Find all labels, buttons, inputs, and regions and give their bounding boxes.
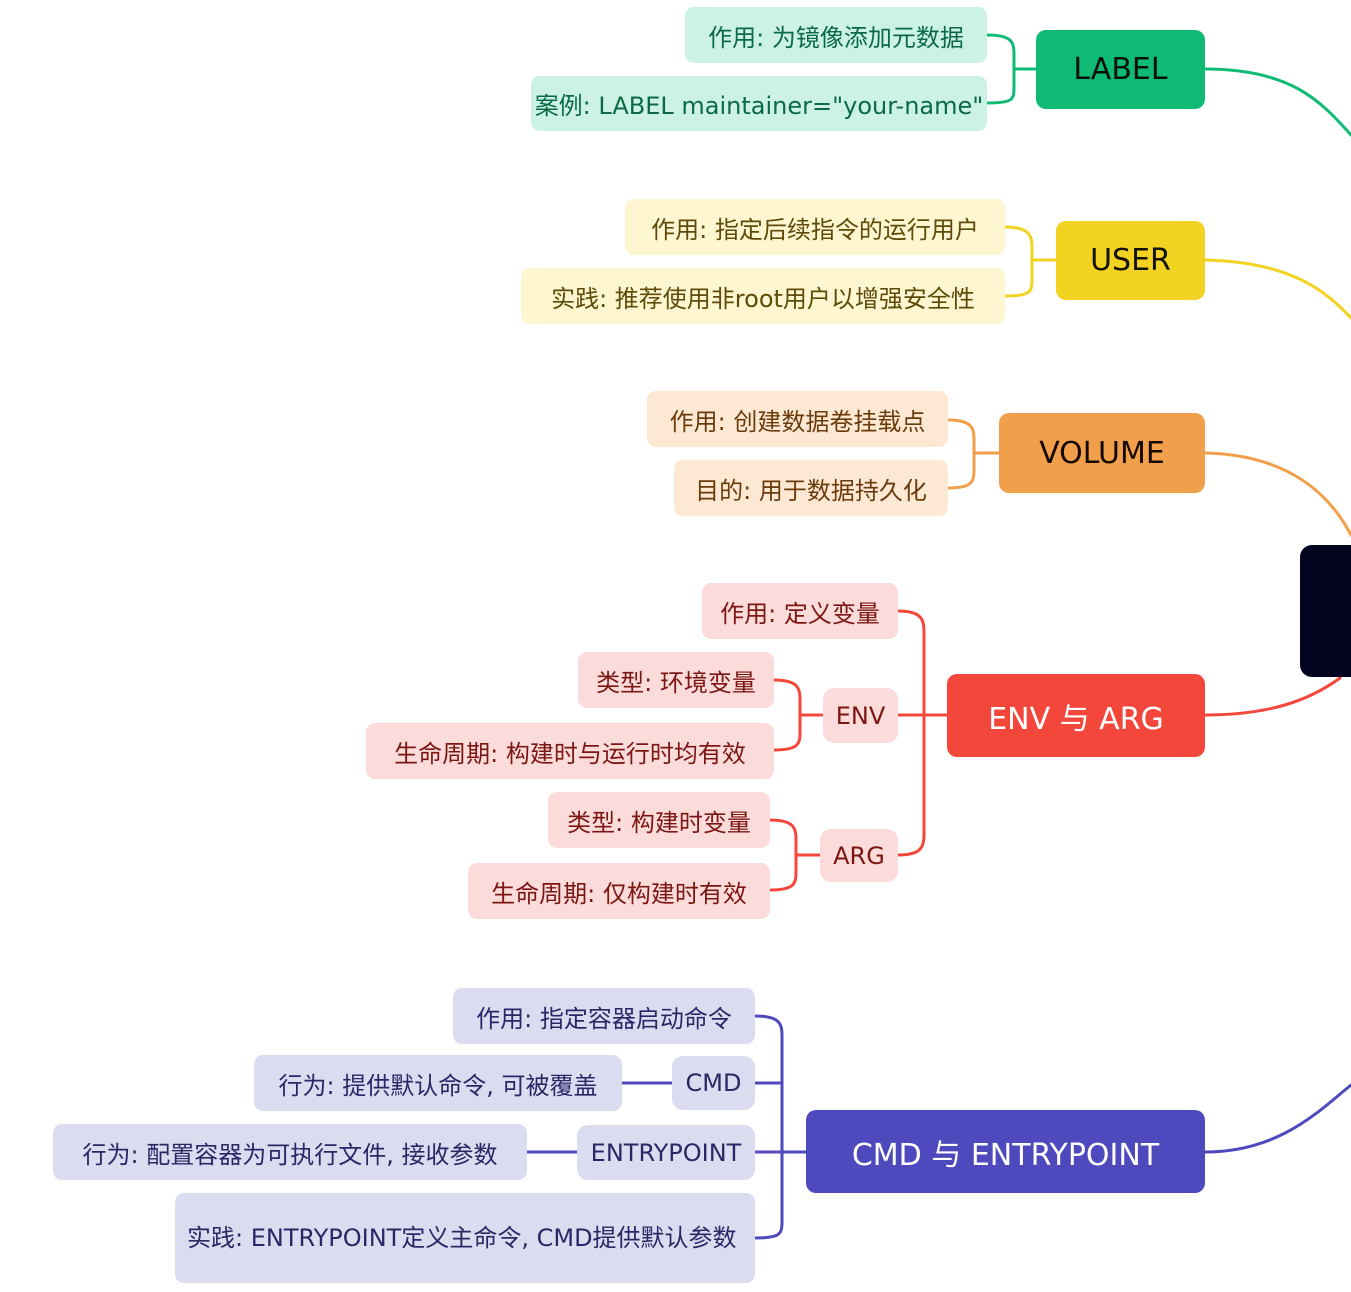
label-bracket (985, 33, 1038, 105)
env-lifecycle[interactable]: 生命周期: 构建时与运行时均有效 (366, 723, 774, 779)
env-bracket (772, 678, 825, 752)
cmd-entrypoint-node[interactable]: CMD 与 ENTRYPOINT (806, 1110, 1205, 1193)
volume-node[interactable]: VOLUME (999, 413, 1205, 493)
envarg-node[interactable]: ENV 与 ARG (947, 674, 1205, 757)
user-bracket (1003, 225, 1058, 298)
arg-lifecycle[interactable]: 生命周期: 仅构建时有效 (468, 863, 770, 919)
volume-bracket (946, 418, 1001, 490)
cmd-entrypoint-practice[interactable]: 实践: ENTRYPOINT定义主命令, CMD提供默认参数 (175, 1193, 755, 1283)
entrypoint-behavior[interactable]: 行为: 配置容器为可执行文件, 接收参数 (53, 1124, 527, 1180)
cmd-behavior[interactable]: 行为: 提供默认命令, 可被覆盖 (254, 1055, 622, 1111)
entrypoint-node[interactable]: ENTRYPOINT (577, 1125, 755, 1180)
root-node[interactable] (1300, 545, 1351, 677)
volume-purpose[interactable]: 作用: 创建数据卷挂载点 (647, 391, 948, 447)
arg-type[interactable]: 类型: 构建时变量 (548, 792, 770, 848)
user-practice[interactable]: 实践: 推荐使用非root用户以增强安全性 (521, 268, 1005, 324)
root-to-cmd-line (1203, 1083, 1351, 1154)
arg-node[interactable]: ARG (820, 829, 898, 882)
envarg-purpose[interactable]: 作用: 定义变量 (702, 583, 898, 639)
arg-bracket (768, 818, 822, 892)
root-to-user-line (1203, 258, 1351, 320)
cmd-purpose[interactable]: 作用: 指定容器启动命令 (453, 988, 755, 1044)
root-to-label-line (1203, 67, 1351, 137)
root-to-envarg-line (1203, 676, 1342, 717)
env-node[interactable]: ENV (823, 688, 898, 743)
cmd-bracket (753, 1014, 808, 1240)
label-node[interactable]: LABEL (1036, 30, 1205, 109)
volume-goal[interactable]: 目的: 用于数据持久化 (674, 460, 948, 516)
label-purpose[interactable]: 作用: 为镜像添加元数据 (685, 7, 987, 63)
user-node[interactable]: USER (1056, 221, 1205, 300)
root-to-volume-line (1203, 451, 1351, 537)
cmd-node[interactable]: CMD (672, 1056, 755, 1110)
user-purpose[interactable]: 作用: 指定后续指令的运行用户 (625, 199, 1005, 255)
label-example[interactable]: 案例: LABEL maintainer="your-name" (531, 76, 987, 131)
env-type[interactable]: 类型: 环境变量 (578, 652, 774, 708)
envarg-bracket (896, 609, 949, 857)
